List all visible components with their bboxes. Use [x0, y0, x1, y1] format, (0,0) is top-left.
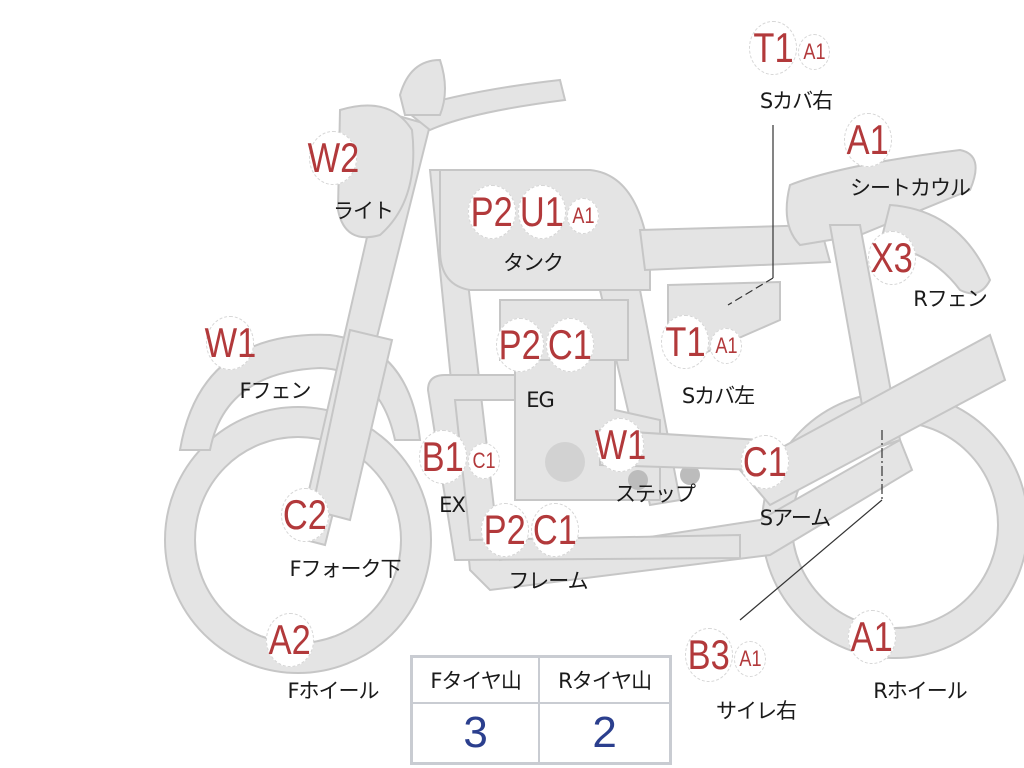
front-tire-value: 3 — [410, 702, 541, 765]
silencer-right-code-badge: B3 — [685, 628, 733, 682]
code-text: A1 — [571, 203, 595, 228]
headlight-shape — [336, 104, 415, 239]
code-text: C1 — [547, 321, 593, 368]
code-text: A1 — [738, 646, 762, 671]
code-text: C2 — [282, 491, 328, 538]
code-text: A1 — [850, 613, 894, 660]
engine-label: EG — [526, 388, 555, 412]
tank-label: タンク — [503, 251, 564, 275]
side-cover-right-code-badge: T1 — [749, 21, 797, 75]
code-text: A1 — [846, 116, 890, 163]
front-fender-label: Fフェン — [239, 379, 311, 403]
code-text: P2 — [470, 188, 514, 235]
swing-arm-label: Sアーム — [759, 506, 831, 530]
side-cover-left-code-badge: A1 — [710, 328, 742, 364]
rear-tire-header: Rタイヤ山 — [538, 655, 672, 704]
rear-wheel-code-badge: A1 — [848, 610, 896, 664]
tank-code-badge: U1 — [518, 185, 566, 239]
light-label: ライト — [333, 199, 394, 223]
exhaust-label: EX — [439, 493, 466, 517]
front-wheel-code-badge: A2 — [266, 613, 314, 667]
side-cover-left-code-badge: T1 — [661, 315, 709, 369]
front-fork-lower-code-badge: C2 — [281, 488, 329, 542]
code-text: C1 — [742, 438, 788, 485]
tank-code-badge: A1 — [567, 198, 599, 234]
exhaust-code-badge: C1 — [468, 443, 500, 479]
code-text: P2 — [498, 321, 542, 368]
code-text: P2 — [483, 506, 527, 553]
front-fork-lower-label: Fフォーク下 — [289, 557, 401, 581]
rear-fender-code-badge: X3 — [868, 231, 916, 285]
front-tire-header: Fタイヤ山 — [410, 655, 541, 704]
code-text: T1 — [664, 318, 706, 365]
step-label: ステップ — [615, 482, 696, 506]
code-text: A1 — [714, 333, 738, 358]
engine-code-badge: C1 — [546, 318, 594, 372]
exhaust-code-badge: B1 — [419, 430, 467, 484]
code-text: A2 — [268, 616, 312, 663]
side-cover-left-label: Sカバ左 — [681, 384, 755, 408]
silencer-right-label: サイレ右 — [716, 699, 797, 723]
code-text: X3 — [870, 234, 914, 281]
code-text: A1 — [802, 39, 826, 64]
exhaust-shape — [426, 374, 741, 562]
rear-fender-shape — [878, 203, 992, 295]
seat-cowl-label: シートカウル — [850, 176, 971, 200]
frame-code-badge: C1 — [531, 503, 579, 557]
silencer-right-code-badge: A1 — [734, 641, 766, 677]
engine-code-badge: P2 — [496, 318, 544, 372]
code-text: C1 — [472, 448, 496, 473]
seat-cowl-shape — [785, 148, 977, 247]
swing-arm-code-badge: C1 — [741, 435, 789, 489]
front-fender-code-badge: W1 — [204, 316, 256, 370]
code-text: T1 — [752, 24, 794, 71]
tire-tread-table: Fタイヤ山 Rタイヤ山 3 2 — [410, 655, 672, 765]
code-text: U1 — [519, 188, 565, 235]
frame-code-badge: P2 — [481, 503, 529, 557]
side-cover-right-code-badge: A1 — [798, 34, 830, 70]
light-code-badge: W2 — [307, 131, 359, 185]
seat-cowl-code-badge: A1 — [844, 113, 892, 167]
code-text: W2 — [307, 134, 359, 181]
code-text: B3 — [687, 631, 731, 678]
code-text: B1 — [421, 433, 465, 480]
step-code-badge: W1 — [594, 418, 646, 472]
front-wheel-label: Fホイール — [287, 679, 379, 703]
rear-fender-label: Rフェン — [913, 287, 988, 311]
code-text: C1 — [532, 506, 578, 553]
frame-label: フレーム — [508, 569, 588, 593]
tank-code-badge: P2 — [468, 185, 516, 239]
code-text: W1 — [594, 421, 646, 468]
rear-tire-value: 2 — [538, 702, 672, 765]
swing-arm-shape — [738, 333, 1007, 507]
code-text: W1 — [204, 319, 256, 366]
rear-wheel-label: Rホイール — [873, 679, 968, 703]
side-cover-right-label: Sカバ右 — [759, 89, 833, 113]
